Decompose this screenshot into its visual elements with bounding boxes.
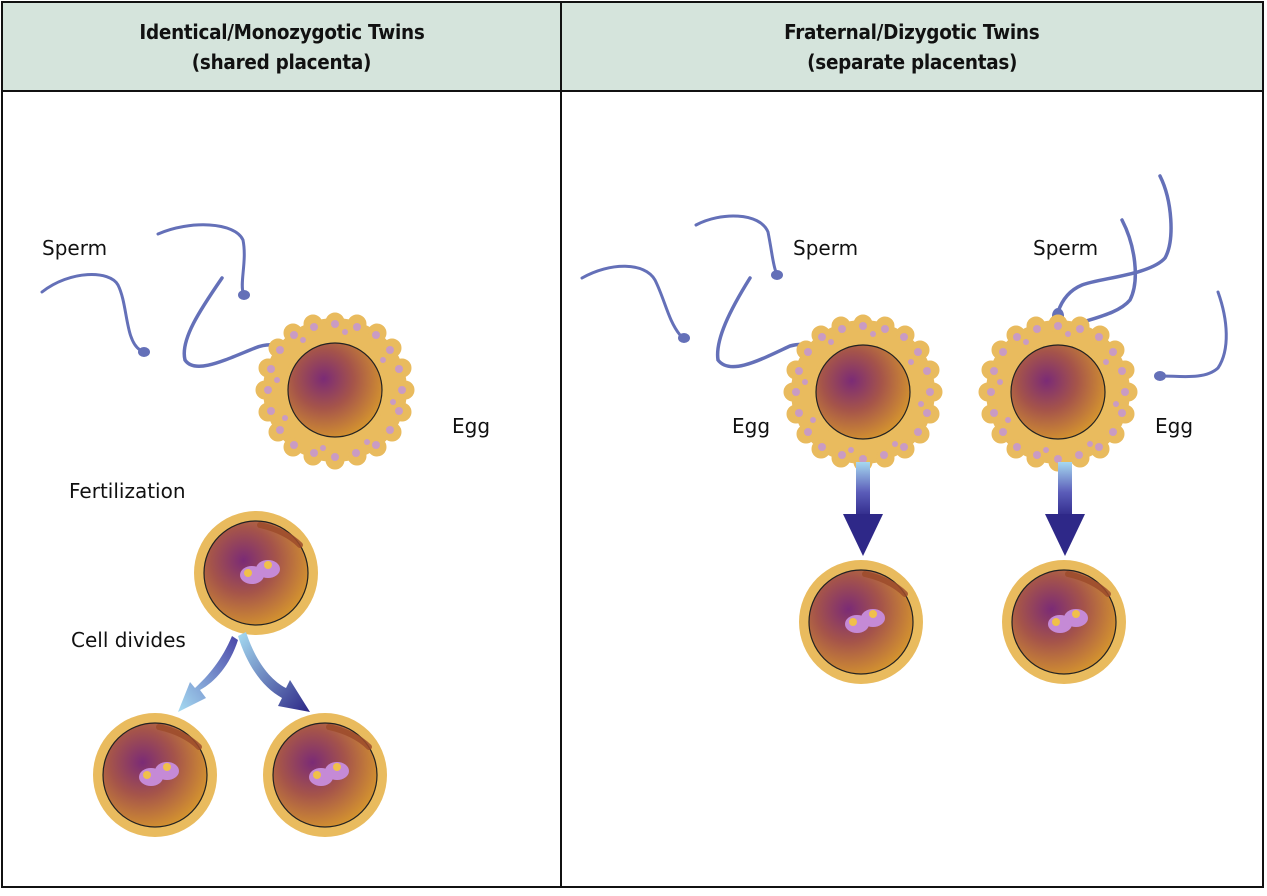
label-fertilization: Fertilization [69, 479, 186, 503]
identical-twin-cell-left-icon [93, 713, 217, 837]
fraternal-twins-subtitle: (separate placentas) [806, 49, 1018, 74]
identical-egg-icon [255, 312, 415, 470]
label-sperm-identical: Sperm [42, 236, 108, 260]
fraternal-arrow-right [1045, 462, 1085, 556]
identical-zygote-icon [194, 511, 318, 635]
identical-twins-subtitle: (shared placenta) [191, 49, 372, 74]
header-identical-twins: Identical/Monozygotic Twins (shared plac… [3, 3, 560, 92]
fraternal-egg-right-icon [978, 314, 1138, 472]
identical-twin-cell-right-icon [263, 713, 387, 837]
fraternal-zygote-left-icon [799, 560, 923, 684]
fraternal-twins-title: Fraternal/Dizygotic Twins [784, 19, 1040, 44]
label-egg-fraternal-right: Egg [1155, 414, 1194, 438]
fraternal-zygote-right-icon [1002, 560, 1126, 684]
label-egg-identical: Egg [452, 414, 491, 438]
fraternal-egg-left-icon [783, 314, 943, 472]
header-fraternal-twins: Fraternal/Dizygotic Twins (separate plac… [562, 3, 1262, 92]
label-sperm-fraternal-left: Sperm [793, 236, 859, 260]
label-egg-fraternal-left: Egg [732, 414, 771, 438]
label-sperm-fraternal-right: Sperm [1033, 236, 1099, 260]
cell-divide-arrows [178, 632, 310, 712]
identical-twins-title: Identical/Monozygotic Twins [138, 19, 425, 44]
column-divider [560, 3, 562, 886]
fraternal-arrow-left [843, 462, 883, 556]
label-cell-divides: Cell divides [71, 628, 186, 652]
